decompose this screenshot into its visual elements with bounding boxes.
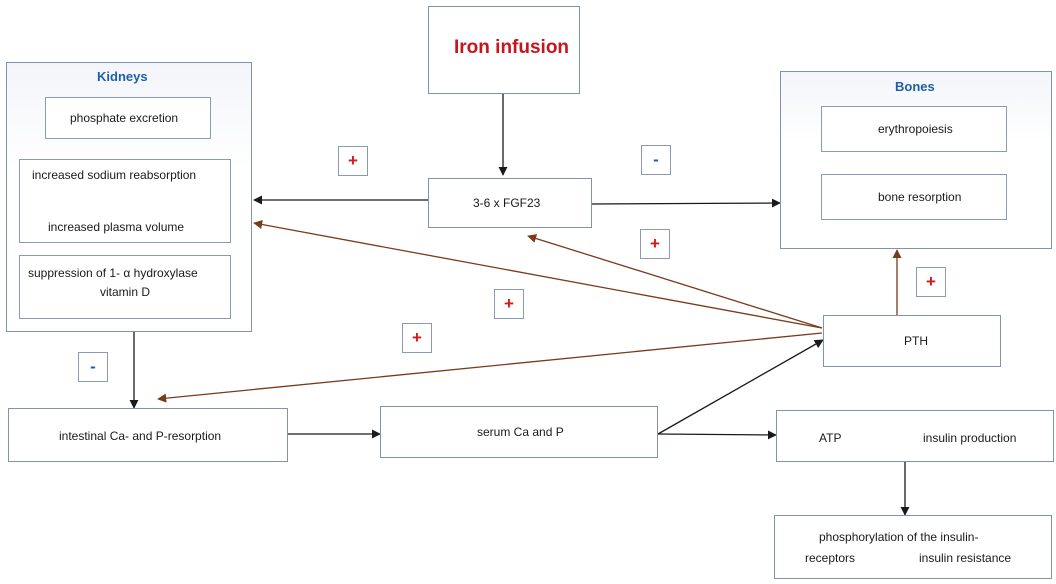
arrow-serum-to-pth — [657, 339, 824, 435]
phosphate-excretion-label: phosphate excretion — [70, 111, 179, 125]
bones-title: Bones — [895, 79, 935, 94]
pth-label: PTH — [904, 334, 928, 348]
arrow-serum-to-atp — [657, 430, 777, 440]
phosphorylation-box: phosphorylation of the insulin- receptor… — [774, 515, 1052, 579]
sodium-box: increased sodium reabsorption increased … — [19, 159, 231, 243]
arrow-pth-to-fgf23 — [527, 234, 823, 329]
intestinal-label: intestinal Ca- and P-resorption — [59, 429, 222, 443]
sodium-line1: increased sodium reabsorption — [32, 168, 197, 182]
pth-box: PTH — [823, 315, 1001, 367]
fgf23-box: 3-6 x FGF23 — [428, 178, 592, 228]
plus-badge-pth-kidneys: + — [494, 289, 524, 319]
intestinal-box: intestinal Ca- and P-resorption — [8, 408, 288, 462]
plus-badge-pth-bones: + — [916, 267, 946, 297]
bone-resorption-box: bone resorption — [821, 174, 1007, 220]
hydroxylase-box: suppression of 1- α hydroxylase vitamin … — [19, 255, 231, 319]
plus-badge-fgf23-kidneys: + — [338, 146, 368, 176]
plus-badge-pth-fgf23: + — [640, 229, 670, 259]
erythropoiesis-label: erythropoiesis — [878, 122, 953, 136]
plus-badge-pth-intestinal: + — [402, 323, 432, 353]
arrow-pth-to-kidneys — [253, 220, 823, 329]
insulin-production-label: insulin production — [923, 431, 1017, 445]
sodium-line2: increased plasma volume — [48, 220, 185, 234]
arrow-pth-to-intestinal — [157, 332, 823, 403]
serum-label: serum Ca and P — [477, 425, 564, 439]
serum-box: serum Ca and P — [380, 406, 658, 458]
minus-badge-fgf23-bones: - — [641, 145, 671, 175]
erythropoiesis-box: erythropoiesis — [821, 106, 1007, 152]
phosphorylation-line1: phosphorylation of the insulin- — [819, 530, 979, 544]
atp-box: ATP insulin production — [776, 410, 1054, 462]
bones-panel: Bones erythropoiesis bone resorption — [780, 71, 1052, 249]
kidneys-panel: Kidneys phosphate excretion increased so… — [6, 62, 252, 332]
fgf23-label: 3-6 x FGF23 — [473, 196, 541, 210]
iron-infusion-box: Iron infusion — [428, 6, 580, 94]
kidneys-title: Kidneys — [97, 69, 148, 84]
phosphorylation-line2b: insulin resistance — [919, 551, 1012, 565]
hydroxylase-line2: vitamin D — [100, 285, 151, 299]
atp-label: ATP — [819, 431, 842, 445]
minus-badge-kidneys-intestinal: - — [78, 352, 108, 382]
bone-resorption-label: bone resorption — [878, 190, 962, 204]
phosphorylation-line2a: receptors — [805, 551, 856, 565]
iron-infusion-label: Iron infusion — [454, 37, 570, 58]
arrow-fgf23-to-bones — [591, 198, 781, 208]
hydroxylase-line1: suppression of 1- α hydroxylase — [28, 266, 198, 280]
phosphate-excretion-box: phosphate excretion — [45, 97, 211, 139]
